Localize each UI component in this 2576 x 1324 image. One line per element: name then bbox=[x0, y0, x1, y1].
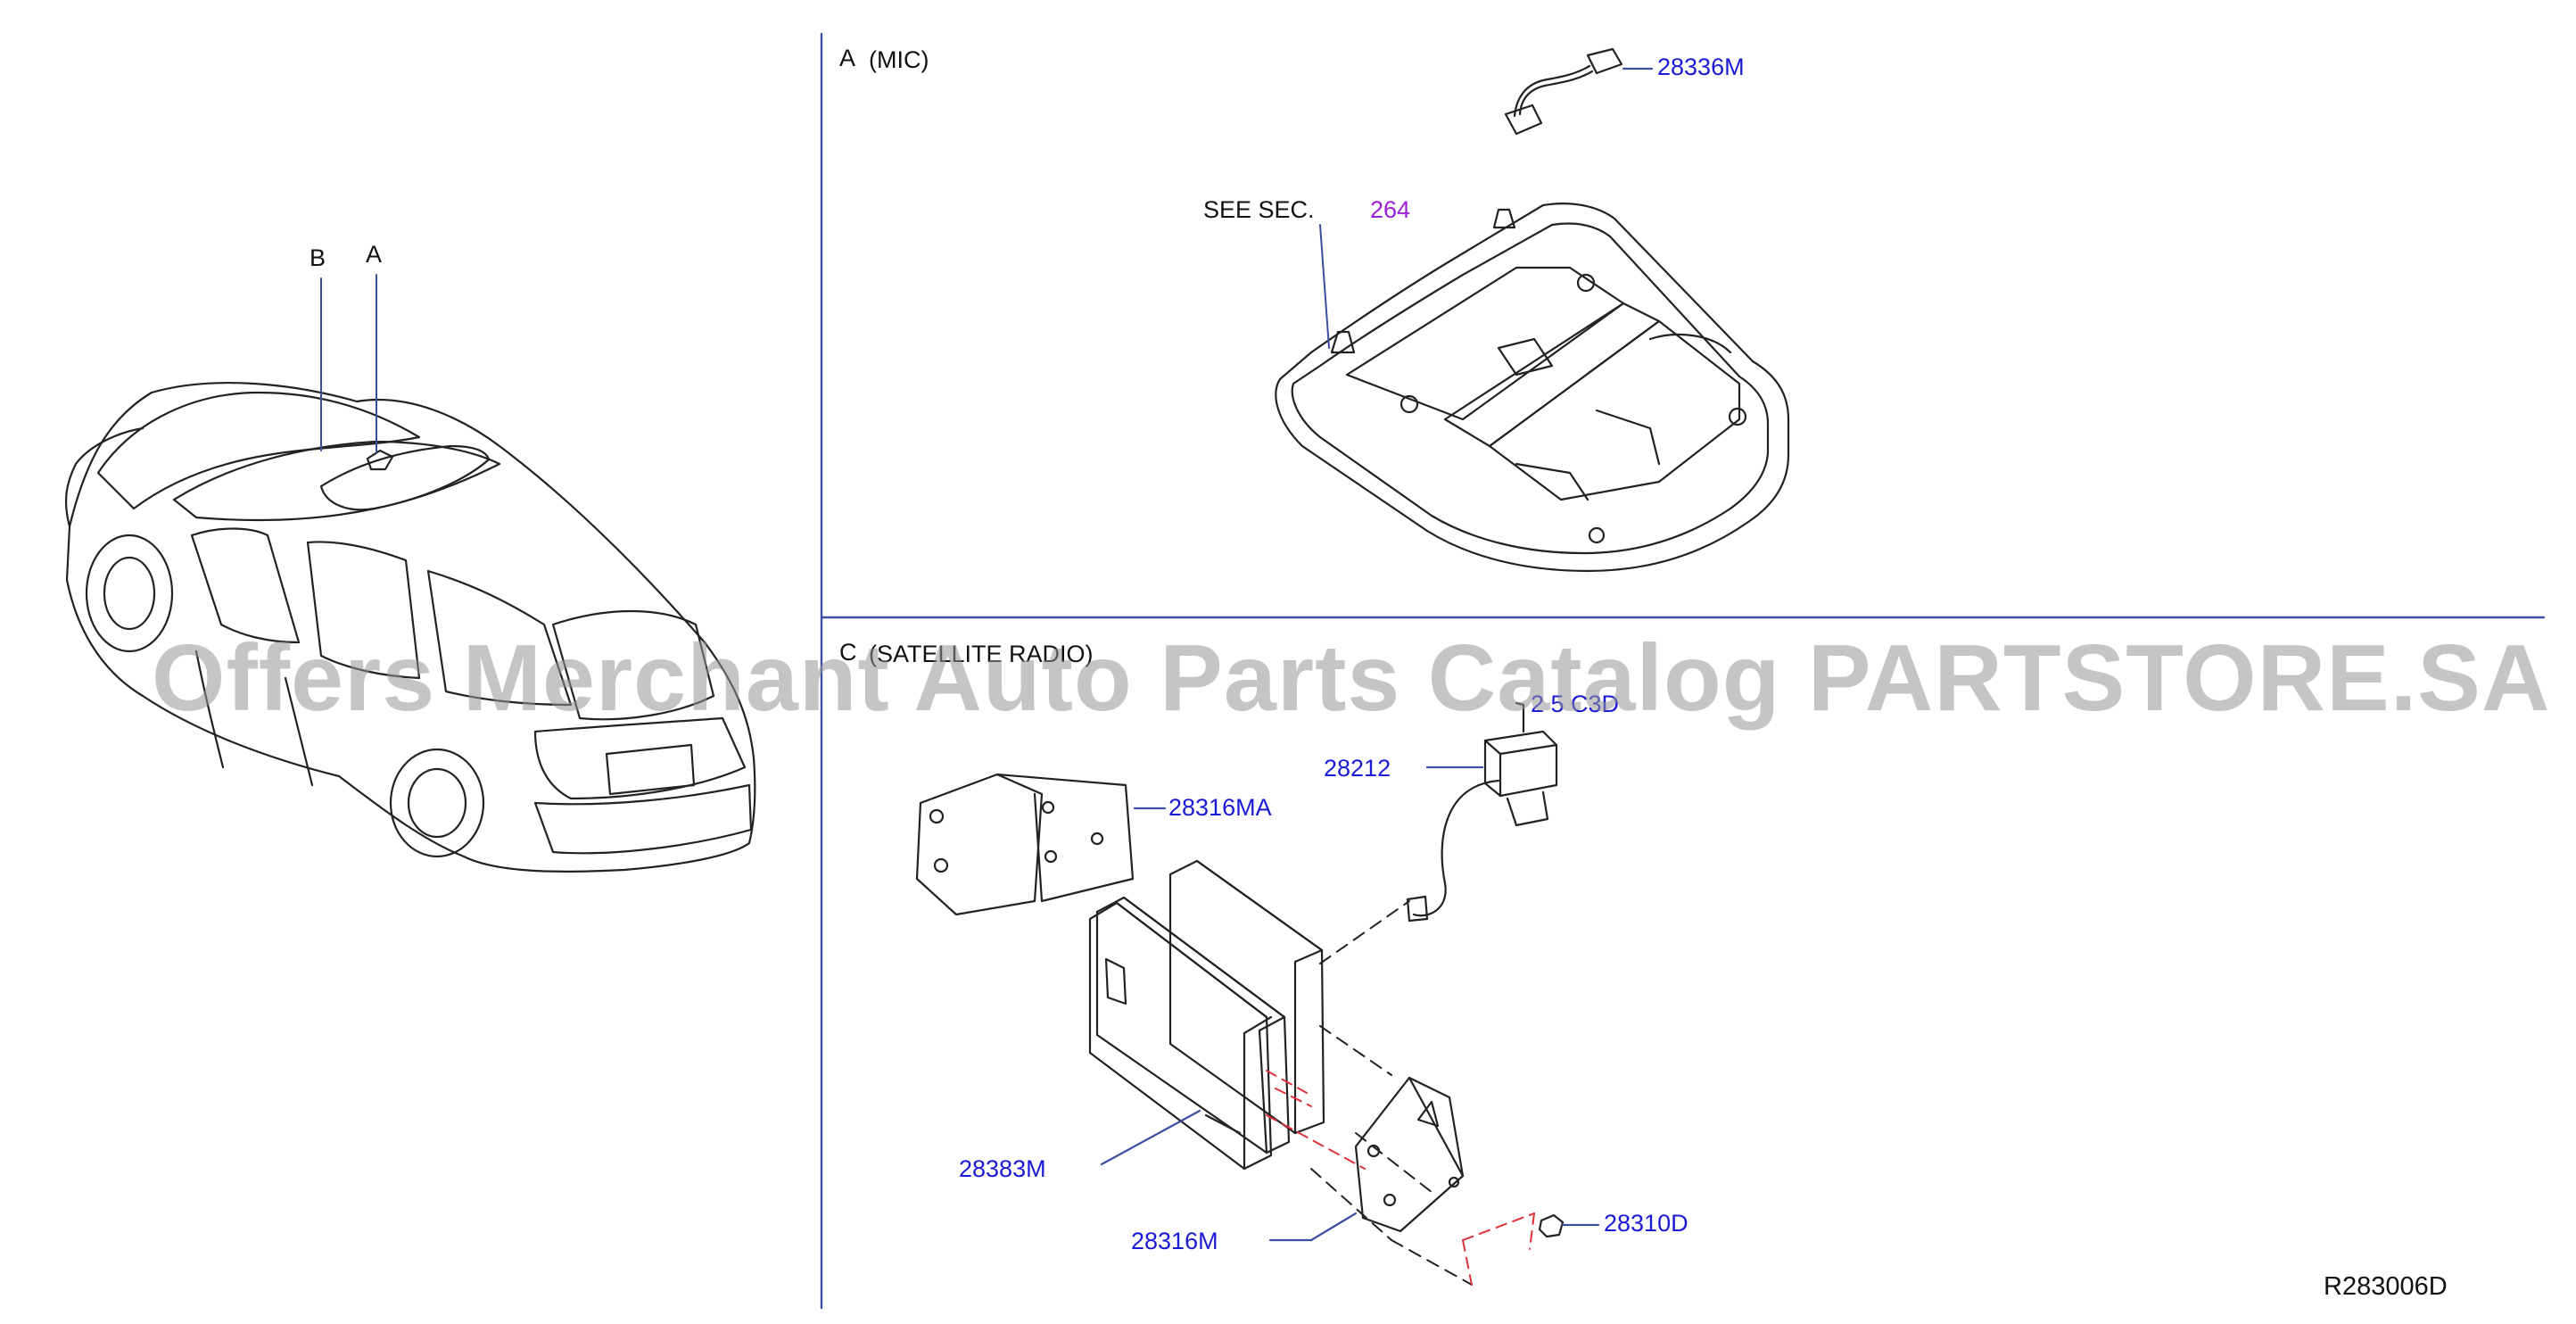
part-label-partial: 2 5 C3D bbox=[1531, 691, 1620, 717]
assembly-red-dashed bbox=[1266, 1070, 1535, 1286]
see-sec-number[interactable]: 264 bbox=[1370, 196, 1411, 223]
part-label-28383M[interactable]: 28383M bbox=[959, 1155, 1046, 1182]
section-a-name: (MIC) bbox=[869, 46, 929, 73]
section-a-letter: A bbox=[839, 45, 856, 71]
section-c-letter: C bbox=[839, 639, 857, 666]
part-label-28316MA[interactable]: 28316MA bbox=[1168, 794, 1272, 821]
diagram-code: R283006D bbox=[2324, 1272, 2448, 1301]
car-callout-leaders bbox=[320, 274, 377, 453]
module-28212 bbox=[1406, 701, 1558, 923]
see-sec-text: SEE SEC. bbox=[1203, 196, 1315, 223]
part-label-28336M[interactable]: 28336M bbox=[1657, 54, 1745, 80]
section-c-name: (SATELLITE RADIO) bbox=[869, 641, 1094, 667]
radio-unit-28383M bbox=[1088, 859, 1325, 1171]
part-label-28310D[interactable]: 28310D bbox=[1604, 1210, 1688, 1237]
part-label-28316M[interactable]: 28316M bbox=[1131, 1228, 1218, 1254]
bracket-28316M bbox=[1268, 1076, 1465, 1242]
car-illustration bbox=[64, 382, 756, 873]
car-callout-a: A bbox=[366, 241, 383, 268]
assembly-dashed-lines bbox=[1310, 900, 1473, 1286]
section-dividers bbox=[820, 32, 2546, 1310]
watermark: Offers Merchant Auto Parts Catalog PARTS… bbox=[152, 625, 2551, 731]
bracket-28316MA bbox=[915, 773, 1167, 916]
overhead-console bbox=[1275, 203, 1790, 573]
microphone-28336M bbox=[1504, 47, 1654, 136]
see-sec-leader bbox=[1319, 224, 1330, 349]
car-callout-b: B bbox=[310, 244, 326, 271]
part-label-28212[interactable]: 28212 bbox=[1324, 755, 1391, 782]
screw-28310D bbox=[1538, 1213, 1600, 1238]
